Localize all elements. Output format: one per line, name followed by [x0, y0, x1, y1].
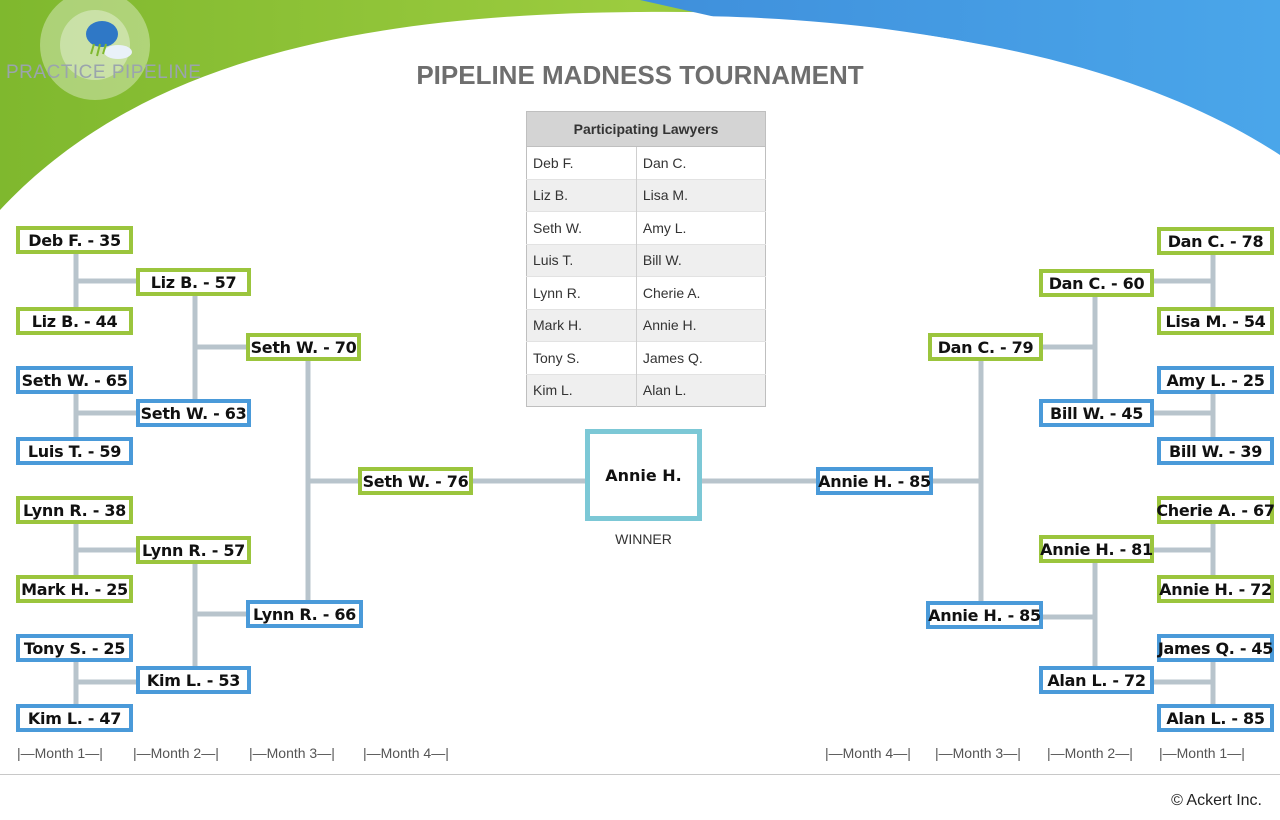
bracket-entry: Seth W. - 65	[16, 366, 133, 394]
bracket-entry: Annie H. - 85	[816, 467, 933, 495]
bracket-entry: Tony S. - 25	[16, 634, 133, 662]
bracket-entry: James Q. - 45	[1157, 634, 1274, 662]
bracket-entry: Lynn R. - 66	[246, 600, 363, 628]
bracket-entry: Seth W. - 70	[246, 333, 361, 361]
bracket-entry: Alan L. - 85	[1157, 704, 1274, 732]
participant-name: Dan C.	[635, 146, 766, 179]
logo-text: PRACTICE PIPELINE	[6, 62, 202, 83]
participant-name: Seth W.	[526, 211, 637, 244]
participant-name: Annie H.	[635, 308, 766, 342]
table-row: Liz B.Lisa M.	[526, 178, 766, 212]
bracket-entry: Seth W. - 76	[358, 467, 473, 495]
bracket-entry: Dan C. - 60	[1039, 269, 1154, 297]
page-title: PIPELINE MADNESS TOURNAMENT	[416, 60, 864, 90]
bracket-entry: Luis T. - 59	[16, 437, 133, 465]
bracket-entry: Bill W. - 39	[1157, 437, 1274, 465]
table-row: Deb F.Dan C.	[526, 146, 766, 179]
table-row: Lynn R.Cherie A.	[526, 276, 766, 309]
bracket-entry: Annie H. - 72	[1157, 575, 1274, 603]
month-label: |—Month 2—|	[1047, 745, 1133, 761]
bracket-entry: Annie H. - 81	[1039, 535, 1154, 563]
footer-divider	[0, 774, 1280, 775]
participant-name: Tony S.	[526, 341, 637, 374]
month-label: |—Month 3—|	[935, 745, 1021, 761]
participants-header: Participating Lawyers	[526, 111, 766, 147]
bracket-entry: Deb F. - 35	[16, 226, 133, 254]
table-row: Luis T.Bill W.	[526, 243, 766, 277]
bracket-entry: Dan C. - 78	[1157, 227, 1274, 255]
participant-name: Alan L.	[635, 373, 766, 407]
month-label: |—Month 4—|	[363, 745, 449, 761]
bracket-entry: Amy L. - 25	[1157, 366, 1274, 394]
bracket-entry: Bill W. - 45	[1039, 399, 1154, 427]
copyright-text: © Ackert Inc.	[1171, 792, 1262, 809]
bracket-entry: Dan C. - 79	[928, 333, 1043, 361]
participant-name: James Q.	[635, 341, 766, 374]
bracket-entry: Lynn R. - 38	[16, 496, 133, 524]
winner-label: WINNER	[615, 531, 672, 547]
bracket-entry: Lynn R. - 57	[136, 536, 251, 564]
participant-name: Mark H.	[526, 308, 637, 342]
participant-name: Cherie A.	[635, 276, 766, 309]
bracket-entry: Mark H. - 25	[16, 575, 133, 603]
bracket-entry: Kim L. - 47	[16, 704, 133, 732]
participant-name: Deb F.	[526, 146, 637, 179]
month-label: |—Month 1—|	[17, 745, 103, 761]
participant-name: Lisa M.	[635, 178, 766, 212]
participant-name: Luis T.	[526, 243, 637, 277]
month-label: |—Month 1—|	[1159, 745, 1245, 761]
bracket-entry: Alan L. - 72	[1039, 666, 1154, 694]
month-label: |—Month 2—|	[133, 745, 219, 761]
bracket-entry: Liz B. - 57	[136, 268, 251, 296]
table-row: Kim L.Alan L.	[526, 373, 766, 407]
table-row: Tony S.James Q.	[526, 341, 766, 374]
cloud-rain-icon	[86, 21, 132, 59]
bracket-entry: Kim L. - 53	[136, 666, 251, 694]
bracket-entry: Liz B. - 44	[16, 307, 133, 335]
participant-name: Bill W.	[635, 243, 766, 277]
participant-name: Kim L.	[526, 373, 637, 407]
bracket-entry: Seth W. - 63	[136, 399, 251, 427]
bracket-entry: Annie H. - 85	[926, 601, 1043, 629]
bracket-entry: Lisa M. - 54	[1157, 307, 1274, 335]
participant-name: Lynn R.	[526, 276, 637, 309]
winner-box: Annie H.	[585, 429, 702, 521]
participant-name: Amy L.	[635, 211, 766, 244]
table-row: Seth W.Amy L.	[526, 211, 766, 244]
month-label: |—Month 3—|	[249, 745, 335, 761]
table-row: Mark H.Annie H.	[526, 308, 766, 342]
bracket-entry: Cherie A. - 67	[1156, 496, 1275, 524]
month-label: |—Month 4—|	[825, 745, 911, 761]
participant-name: Liz B.	[526, 178, 637, 212]
participants-table: Participating Lawyers Deb F.Dan C. Liz B…	[526, 111, 766, 407]
